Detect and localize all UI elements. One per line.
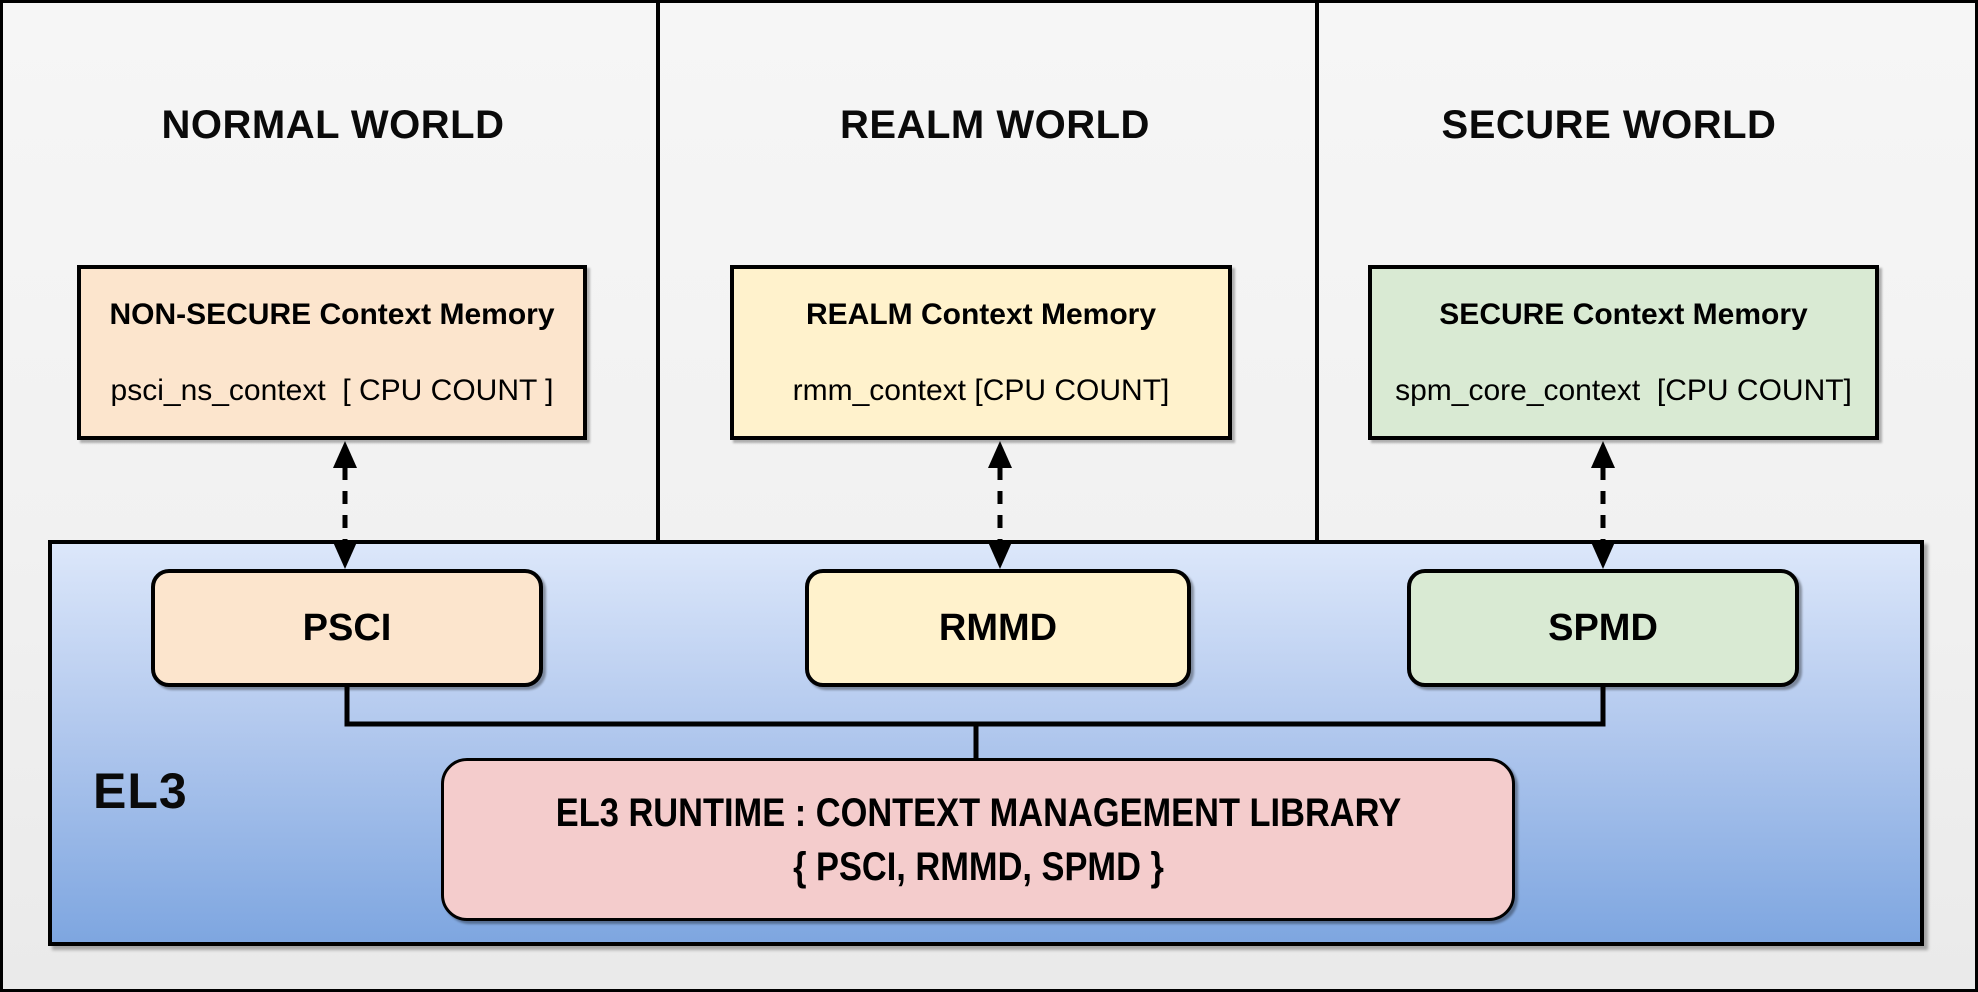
el3-label: EL3: [93, 763, 188, 819]
secure-context-memory-title: SECURE Context Memory: [1439, 297, 1808, 331]
non-secure-context-memory-value: psci_ns_context [ CPU COUNT ]: [110, 373, 554, 407]
realm-world-title: REALM WORLD: [840, 103, 1150, 147]
psci-box: PSCI: [151, 569, 543, 687]
normal-world-title: NORMAL WORLD: [161, 103, 505, 147]
rmmd-box: RMMD: [805, 569, 1191, 687]
secure-world-title: SECURE WORLD: [1441, 103, 1777, 147]
realm-context-memory-value: rmm_context [CPU COUNT]: [792, 373, 1170, 407]
spmd-label: SPMD: [1548, 606, 1658, 649]
secure-context-memory-value: spm_core_context [CPU COUNT]: [1395, 373, 1852, 407]
spmd-box: SPMD: [1407, 569, 1799, 687]
realm-context-memory-box: REALM Context Memory rmm_context [CPU CO…: [730, 265, 1232, 440]
world-divider-normal-realm: [656, 3, 660, 543]
rmmd-label: RMMD: [938, 606, 1058, 649]
psci-label: PSCI: [302, 606, 392, 649]
secure-context-memory-box: SECURE Context Memory spm_core_context […: [1368, 265, 1879, 440]
world-divider-realm-secure: [1315, 3, 1319, 543]
runtime-library-title: EL3 RUNTIME : CONTEXT MANAGEMENT LIBRARY: [555, 790, 1401, 835]
non-secure-context-memory-title: NON-SECURE Context Memory: [109, 297, 555, 331]
context-management-library-box: EL3 RUNTIME : CONTEXT MANAGEMENT LIBRARY…: [441, 758, 1515, 921]
non-secure-context-memory-box: NON-SECURE Context Memory psci_ns_contex…: [77, 265, 587, 440]
runtime-library-subtitle: { PSCI, RMMD, SPMD }: [792, 844, 1164, 889]
realm-context-memory-title: REALM Context Memory: [805, 297, 1157, 331]
